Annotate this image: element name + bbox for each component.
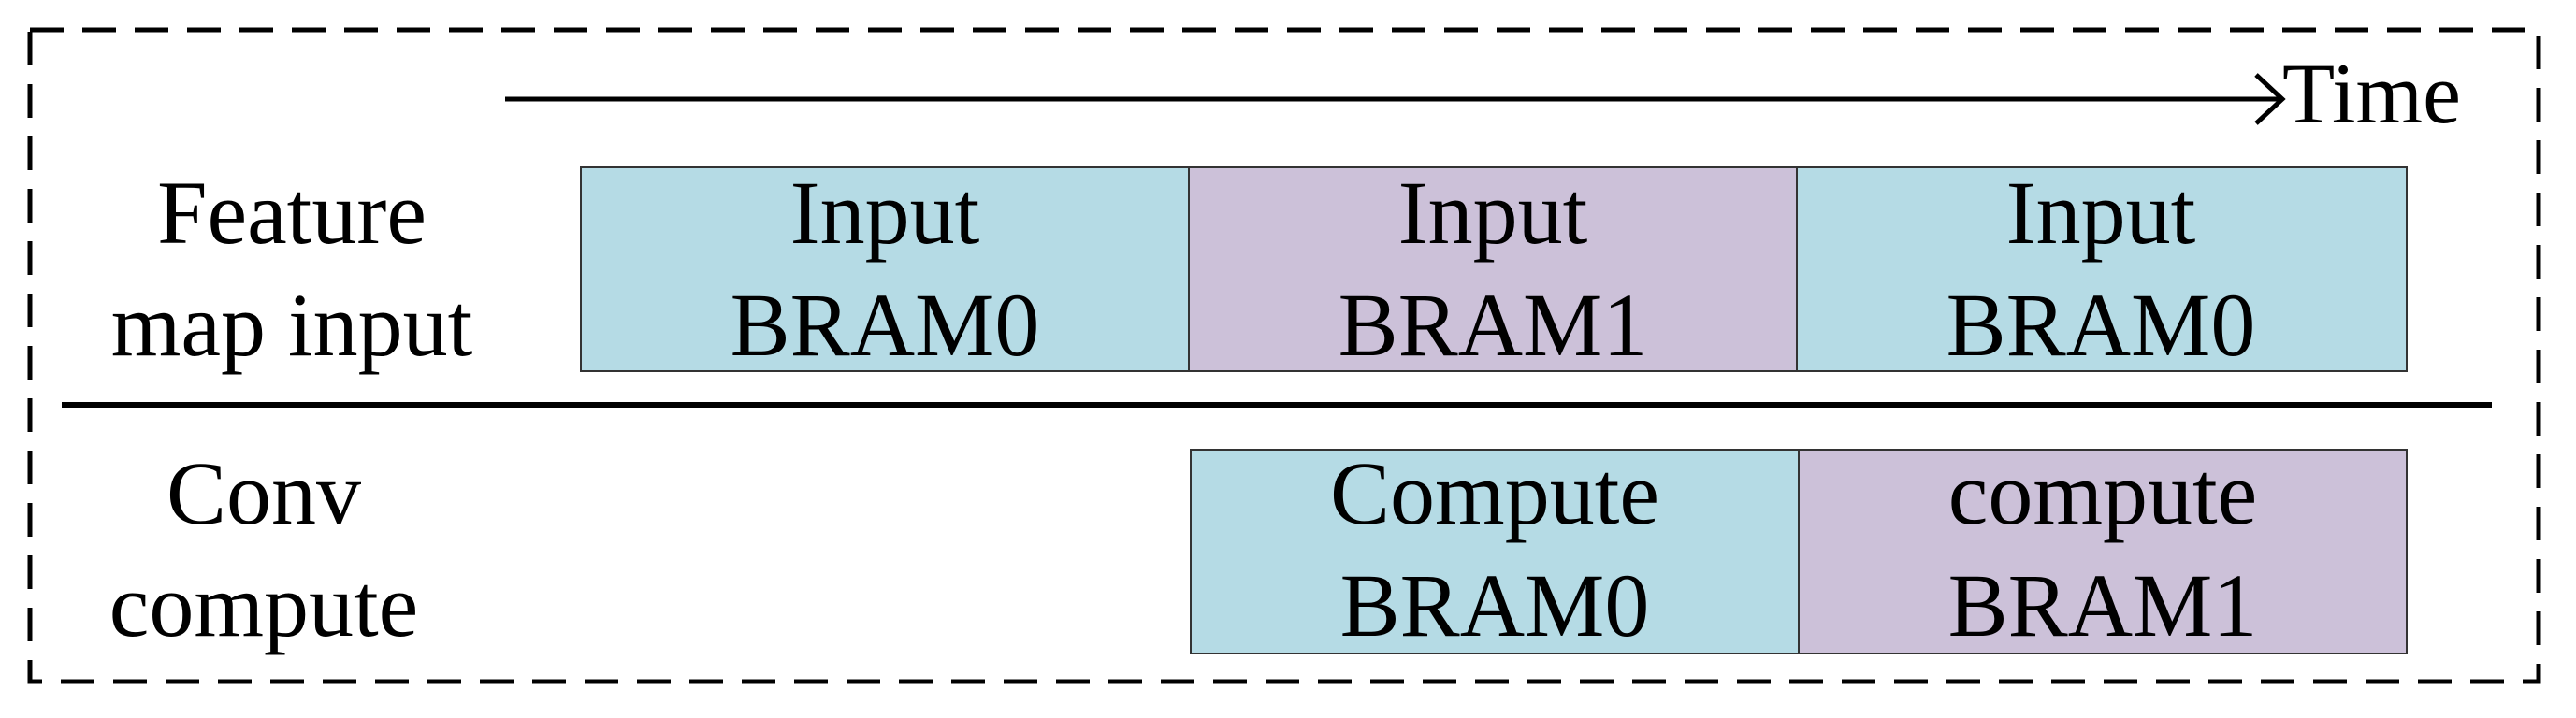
cell-text: BRAM0 xyxy=(1946,275,2256,375)
cell-text: Compute xyxy=(1330,443,1659,543)
compute-bram1-cell xyxy=(1798,449,2408,654)
cell-text: Input xyxy=(2005,163,2196,263)
input-bram1-cell xyxy=(1188,166,1798,372)
cell-text: BRAM0 xyxy=(730,275,1040,375)
cell-text: BRAM0 xyxy=(1339,555,1650,655)
row-label-feature-line2: map input xyxy=(110,275,473,375)
cell-text: compute xyxy=(1947,443,2258,543)
cell-text: Input xyxy=(789,163,980,263)
input-bram0-cell-2 xyxy=(1796,166,2408,372)
row-label-feature-line1: Feature xyxy=(157,163,427,263)
time-arrow-head xyxy=(2254,73,2286,125)
dashed-border xyxy=(27,27,2541,684)
cell-text: Input xyxy=(1397,163,1588,263)
row-label-conv-line1: Conv xyxy=(166,443,362,543)
input-bram0-cell-1 xyxy=(580,166,1190,372)
row-label-conv-line2: compute xyxy=(109,555,419,655)
cell-text: BRAM1 xyxy=(1947,555,2258,655)
time-axis-label: Time xyxy=(2282,46,2461,141)
cell-text: BRAM1 xyxy=(1338,275,1648,375)
compute-bram0-cell xyxy=(1190,449,1800,654)
